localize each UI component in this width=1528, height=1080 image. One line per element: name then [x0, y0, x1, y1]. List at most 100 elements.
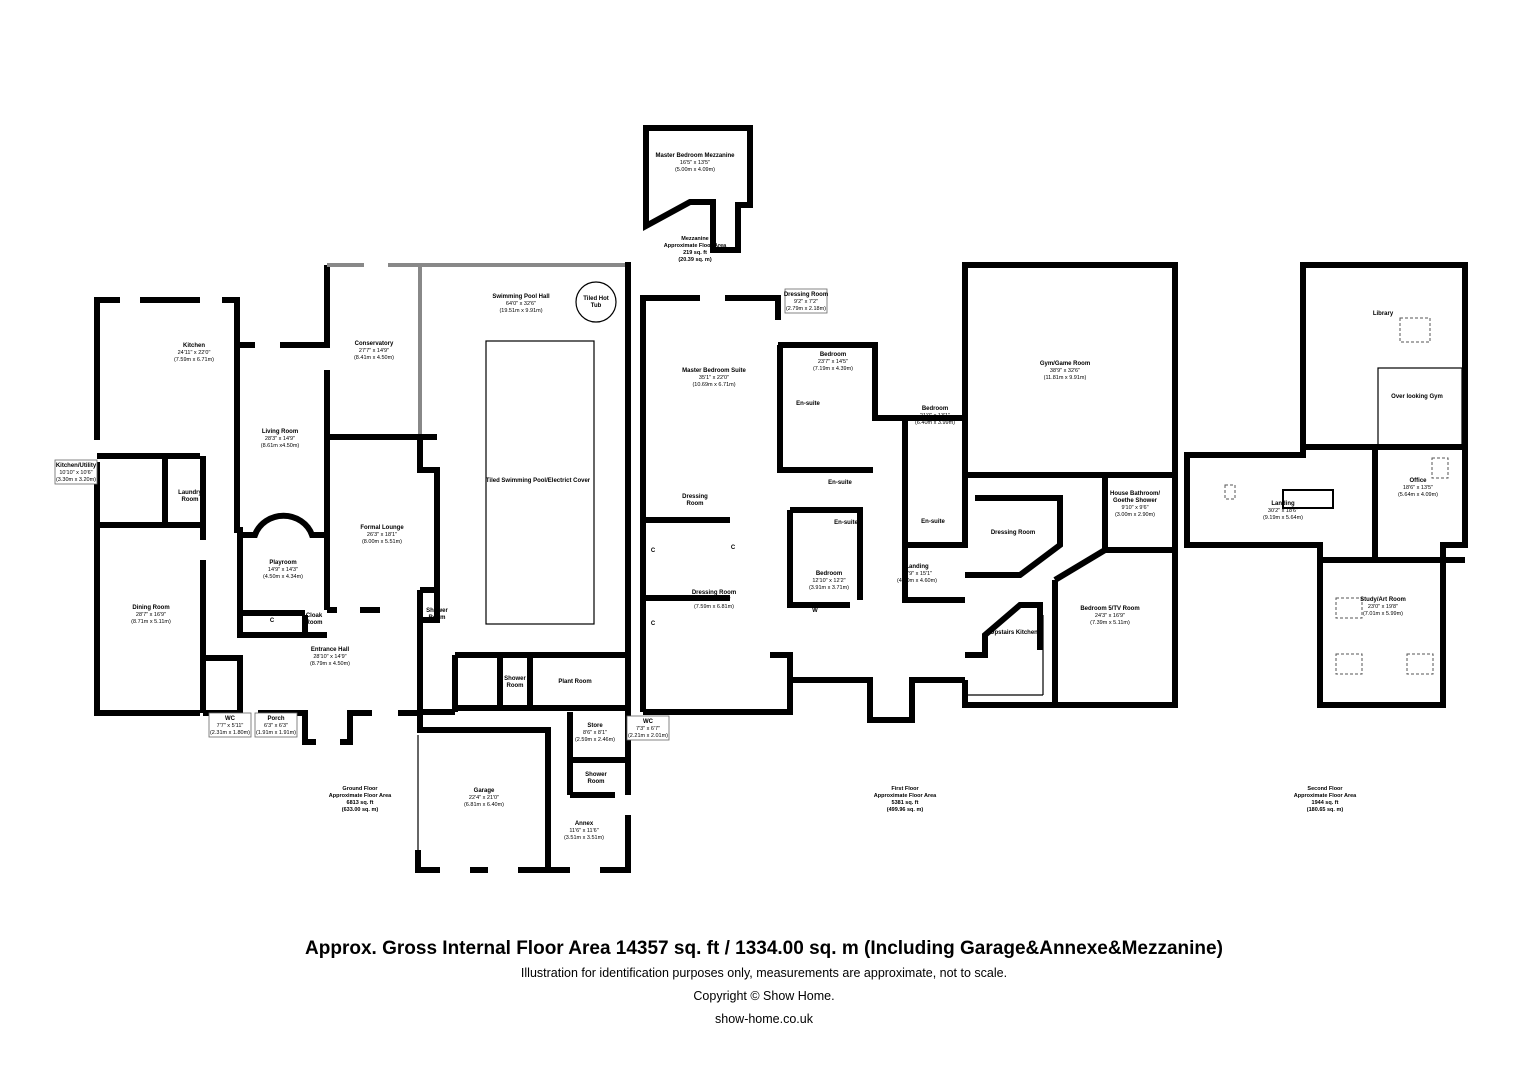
- room-dimensions-imperial: 12'10" x 12'2": [812, 578, 845, 584]
- room-dimensions-imperial: 23'0" x 19'8": [1368, 604, 1398, 610]
- room-dimensions-imperial: 24'11" x 22'0": [178, 350, 211, 356]
- room-name: Conservatory: [355, 341, 394, 347]
- room-dimensions-imperial: 24'3" x 16'9": [1095, 613, 1125, 619]
- room-dimensions-imperial: 23'7" x 14'5": [818, 359, 848, 365]
- mezzanine-walls: [643, 125, 753, 253]
- room-name: Garage: [474, 788, 495, 794]
- room-dimensions-imperial: 15'9" x 15'1": [902, 571, 932, 577]
- room-name: Room: [507, 683, 524, 689]
- floor-area-label: 1944 sq. ft: [1312, 800, 1339, 806]
- room-label: Library: [1373, 311, 1394, 317]
- room-label: Over looking Gym: [1391, 394, 1443, 400]
- room-dimensions-metric: (11.81m x 9.91m): [1044, 375, 1087, 381]
- room-name: C: [651, 548, 656, 554]
- room-dimensions-metric: (5.64m x 4.09m): [1398, 492, 1438, 498]
- room-name: Upstairs Kitchen: [990, 630, 1038, 636]
- room-name: Swimming Pool Hall: [492, 294, 550, 300]
- room-label: C: [731, 545, 736, 551]
- footer: Approx. Gross Internal Floor Area 14357 …: [0, 938, 1528, 1026]
- room-dimensions-metric: (7.59m x 6.71m): [174, 357, 214, 363]
- room-name: Bedroom: [922, 406, 948, 412]
- room-name: Shower: [585, 772, 607, 778]
- room-label: En-suite: [796, 401, 820, 407]
- room-label: Upstairs Kitchen: [990, 630, 1038, 636]
- disclaimer: Illustration for identification purposes…: [520, 966, 1008, 980]
- floor-area-label: Second Floor: [1307, 786, 1343, 792]
- room-name: Bedroom: [820, 352, 846, 358]
- room-name: Room: [429, 615, 446, 621]
- room-name: En-suite: [796, 401, 820, 407]
- room-label-box: [626, 715, 670, 741]
- room-dimensions-imperial: 35'1" x 22'0": [699, 375, 729, 381]
- room-dimensions-metric: (19.51m x 9.91m): [499, 308, 542, 314]
- room-dimensions-imperial: 10'10" x 10'6": [59, 470, 92, 476]
- room-dimensions-metric: (2.79m x 2.18m): [786, 306, 826, 312]
- room-name: Entrance Hall: [311, 647, 350, 653]
- room-label-box: [254, 712, 298, 738]
- room-dimensions-metric: (7.59m x 6.81m): [694, 604, 734, 610]
- website: show-home.co.uk: [715, 1012, 813, 1026]
- floor-area-label: 219 sq. ft: [683, 250, 707, 256]
- floor-area-label: (499.96 sq. m): [887, 807, 924, 813]
- room-dimensions-metric: (1.91m x 1.91m): [256, 730, 296, 736]
- floor-area-label: Approximate Floor Area: [329, 793, 392, 799]
- gross-floor-area-title: Approx. Gross Internal Floor Area 14357 …: [305, 938, 1223, 959]
- room-dimensions-metric: (2.31m x 1.80m): [210, 730, 250, 736]
- floor-area-label: Mezzanine: [681, 236, 709, 242]
- room-label-box: [208, 712, 252, 738]
- room-name: Living Room: [262, 429, 298, 435]
- room-dimensions-metric: (7.19m x 4.39m): [813, 366, 853, 372]
- room-name: Landing: [905, 564, 929, 570]
- room-dimensions-imperial: 16'5" x 13'5": [680, 160, 710, 166]
- room-name: Dressing: [682, 494, 708, 500]
- room-name: En-suite: [921, 519, 945, 525]
- floor-area-label: (633.00 sq. m): [342, 807, 379, 813]
- room-dimensions-imperial: 30'2" x 18'6": [1268, 508, 1298, 514]
- room-name: Master Bedroom Suite: [682, 368, 746, 374]
- room-name: Annex: [575, 821, 594, 827]
- room-name: Dining Room: [132, 605, 169, 611]
- room-label: C: [651, 548, 656, 554]
- room-label: WC7'3" x 6'7"(2.21m x 2.01m): [626, 715, 670, 741]
- room-label: Plant Room: [558, 679, 591, 685]
- room-dimensions-metric: (3.30m x 3.20m): [56, 477, 96, 483]
- room-dimensions-imperial: 38'9" x 32'6": [1050, 368, 1080, 374]
- room-name: Store: [587, 723, 603, 729]
- room-dimensions-imperial: 9'2" x 7'2": [794, 299, 818, 305]
- room-label: En-suite: [921, 519, 945, 525]
- room-label: Tiled Swimming Pool/Electrict Cover: [486, 478, 591, 484]
- room-label: WC7'7" x 5'11"(2.31m x 1.80m): [208, 712, 252, 738]
- floor-area-label: (20.39 sq. m): [678, 257, 711, 263]
- floor-area-label: (180.65 sq. m): [1307, 807, 1344, 813]
- room-name: C: [651, 621, 656, 627]
- room-name: Landing: [1271, 501, 1295, 507]
- room-name: En-suite: [828, 480, 852, 486]
- room-dimensions-metric: (8.71m x 5.11m): [131, 619, 171, 625]
- room-label: Dressing Room: [991, 530, 1035, 536]
- room-label: W: [812, 608, 818, 614]
- room-label: En-suite: [834, 520, 858, 526]
- floor-area-label: 6813 sq. ft: [347, 800, 374, 806]
- room-dimensions-metric: (6.81m x 6.40m): [464, 802, 504, 808]
- room-name: Room: [687, 501, 704, 507]
- floor-area-label: 5381 sq. ft: [892, 800, 919, 806]
- room-dimensions-imperial: 64'0" x 32'6": [506, 301, 536, 307]
- room-dimensions-imperial: 28'10" x 14'9": [313, 654, 346, 660]
